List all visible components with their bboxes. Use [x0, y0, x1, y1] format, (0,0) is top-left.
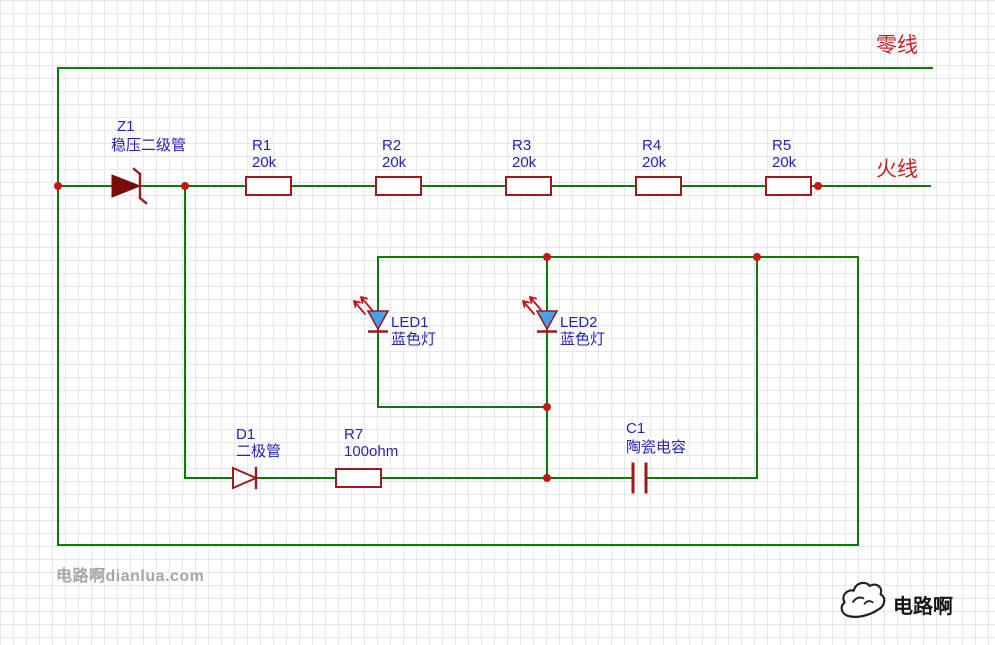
resistor-r4-symbol — [635, 176, 682, 196]
led2-arrow-icon — [529, 296, 542, 311]
diode-d1-symbol — [232, 466, 259, 490]
z1-desc-label: 稳压二级管 — [111, 137, 187, 154]
junction-dot — [181, 182, 189, 190]
r1-ref-label: R1 — [252, 137, 272, 154]
r3-ref-label: R3 — [512, 137, 532, 154]
junction-dot — [753, 253, 761, 261]
led2-ref-label: LED2 — [560, 314, 598, 331]
net-label-neutral: 零线 — [876, 34, 918, 57]
r4-ref-label: R4 — [642, 137, 662, 154]
led1-ref-label: LED1 — [391, 314, 429, 331]
junction-dot — [543, 474, 551, 482]
led2-arrow-icon — [522, 300, 535, 315]
junction-dot — [54, 182, 62, 190]
r4-value-label: 20k — [642, 154, 667, 171]
led2-symbol — [535, 310, 559, 331]
resistor-r1-symbol — [245, 176, 292, 196]
r5-ref-label: R5 — [772, 137, 792, 154]
net-label-live: 火线 — [876, 158, 918, 181]
led1-symbol — [366, 310, 390, 331]
resistor-r2-symbol — [375, 176, 422, 196]
r7-ref-label: R7 — [344, 426, 364, 443]
junction-dot — [543, 253, 551, 261]
led1-arrow-icon — [353, 300, 366, 315]
zener-z1-symbol — [111, 174, 142, 198]
led2-desc-label: 蓝色灯 — [560, 331, 606, 348]
resistor-r5-symbol — [765, 176, 812, 196]
r2-ref-label: R2 — [382, 137, 402, 154]
d1-ref-label: D1 — [236, 426, 256, 443]
junction-dot — [814, 182, 822, 190]
led1-desc-label: 蓝色灯 — [391, 331, 437, 348]
r1-value-label: 20k — [252, 154, 277, 171]
d1-desc-label: 二极管 — [236, 443, 282, 460]
junction-dot — [543, 403, 551, 411]
watermark-text: 电路啊dianlua.com — [56, 568, 205, 585]
resistor-r7-symbol — [335, 468, 382, 488]
r3-value-label: 20k — [512, 154, 537, 171]
hand-logo-icon — [840, 581, 886, 618]
c1-desc-label: 陶瓷电容 — [626, 439, 687, 456]
c1-ref-label: C1 — [626, 420, 646, 437]
z1-ref-label: Z1 — [117, 118, 135, 135]
zener-z1-cathode-bar — [132, 167, 148, 205]
logo-text: 电路啊 — [893, 596, 953, 618]
r5-value-label: 20k — [772, 154, 797, 171]
r7-value-label: 100ohm — [344, 443, 399, 460]
led1-arrow-icon — [360, 296, 373, 311]
r2-value-label: 20k — [382, 154, 407, 171]
resistor-r3-symbol — [505, 176, 552, 196]
